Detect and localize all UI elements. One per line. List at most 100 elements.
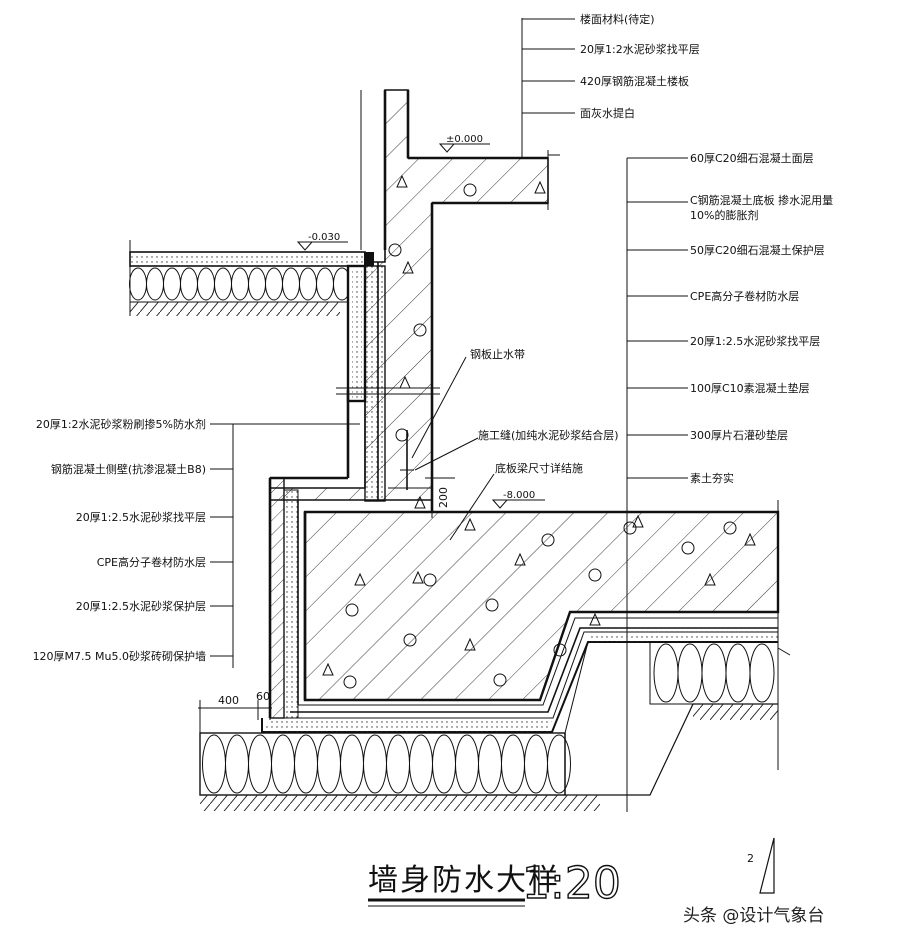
dimension-200: 200: [425, 472, 455, 518]
aggregate-triangle: [514, 552, 526, 566]
gravel-stone: [386, 734, 410, 794]
steel-waterstop: [388, 430, 432, 490]
label-waterproof-plaster: 20厚1:2水泥砂浆粉刷掺5%防水剂: [36, 417, 206, 431]
level-marker-top: ±0.000: [438, 134, 490, 153]
level-mid-text: -0.030: [308, 232, 340, 243]
gravel-stone: [547, 734, 571, 794]
label-plaster-white: 面灰水提白: [580, 106, 635, 120]
gravel-stone: [248, 734, 272, 794]
aggregate-triangle: [412, 570, 424, 584]
aggregate-circle: [388, 243, 402, 257]
gravel-stone: [265, 267, 283, 301]
gravel-stone: [340, 734, 364, 794]
aggregate-circle: [395, 428, 409, 442]
right-labels: 60厚C20细石混凝土面层 C钢筋混凝土底板 掺水泥用量 10%的膨胀剂 50厚…: [690, 151, 833, 485]
gravel-stone: [524, 734, 548, 794]
gravel-stone: [299, 267, 317, 301]
label-c20-topping: 60厚C20细石混凝土面层: [690, 151, 814, 165]
dimension-400-60: 400 60: [198, 690, 272, 735]
aggregate-triangle: [396, 174, 408, 188]
aggregate-triangle: [399, 375, 411, 389]
center-leaders: [411, 356, 495, 541]
gravel-stone: [197, 267, 215, 301]
label-floor-material: 楼面材料(待定): [580, 12, 655, 26]
aggregate-circle: [588, 568, 602, 582]
gravel-stone: [317, 734, 341, 794]
gravel-stone: [478, 734, 502, 794]
gravel-stone: [294, 734, 318, 794]
aggregate-circle: [623, 521, 637, 535]
aggregate-triangle: [632, 514, 644, 528]
top-right-leader: [521, 18, 575, 158]
gravel-stone: [316, 267, 334, 301]
gravel-stone: [725, 643, 751, 703]
left-leader: [210, 423, 360, 668]
aggregate-circle: [553, 643, 567, 657]
aggregate-circle: [423, 573, 437, 587]
gravel-stone: [677, 643, 703, 703]
gravel-stone: [214, 267, 232, 301]
aggregate-triangle: [402, 260, 414, 274]
watermark-text: 头条 @设计气象台: [683, 906, 824, 926]
gravel-stone: [163, 267, 181, 301]
gravel-stone: [363, 734, 387, 794]
aggregate-triangle: [464, 517, 476, 531]
aggregate-circle: [493, 673, 507, 687]
label-leveling-layer-left: 20厚1:2.5水泥砂浆找平层: [76, 510, 206, 524]
drawing-title: 墙身防水大样 1:20: [368, 857, 622, 910]
label-mortar-protection: 20厚1:2.5水泥砂浆保护层: [76, 599, 206, 613]
aggregate-triangle: [744, 532, 756, 546]
label-leveling-layer-right: 20厚1:2.5水泥砂浆找平层: [690, 334, 820, 348]
upper-slab-and-wall: [269, 89, 560, 512]
right-leader: [626, 157, 688, 812]
dim-400-text: 400: [218, 694, 239, 707]
gravel-stone: [146, 267, 164, 301]
label-expansion-agent: 10%的膨胀剂: [690, 208, 758, 222]
aggregate-triangle: [322, 662, 334, 676]
gravel-stone: [653, 643, 679, 703]
gravel-stone: [231, 267, 249, 301]
label-compacted-soil: 素土夯实: [690, 471, 734, 485]
label-c20-protection: 50厚C20细石混凝土保护层: [690, 243, 825, 257]
ground-floor-slab: [129, 240, 366, 316]
level-marker-mid: -0.030: [296, 232, 348, 251]
gravel-stone: [202, 734, 226, 794]
level-marker-bottom: -8.000: [491, 490, 545, 509]
label-base-beam-note: 底板梁尺寸详结施: [495, 461, 583, 475]
left-labels: 20厚1:2水泥砂浆粉刷掺5%防水剂 钢筋混凝土侧壁(抗渗混凝土B8) 20厚1…: [33, 417, 206, 663]
label-cpe-membrane-right: CPE高分子卷材防水层: [690, 289, 799, 303]
aggregate-circle: [681, 541, 695, 555]
gravel-stone: [225, 734, 249, 794]
aggregate-triangle: [589, 612, 601, 626]
gravel-stone: [271, 734, 295, 794]
section-mark-number: 2: [747, 852, 754, 865]
center-labels: 钢板止水带 施工缝(加纯水泥砂浆结合层) 底板梁尺寸详结施: [470, 347, 619, 475]
dim-200-text: 200: [437, 487, 450, 508]
label-rc-floor-slab: 420厚钢筋混凝土楼板: [580, 74, 689, 88]
gravel-stone: [180, 267, 198, 301]
gravel-stone: [282, 267, 300, 301]
watermark: 头条 @设计气象台: [683, 906, 824, 926]
label-rc-base-slab: C钢筋混凝土底板 掺水泥用量: [690, 193, 833, 207]
label-rc-side-wall: 钢筋混凝土侧壁(抗渗混凝土B8): [51, 462, 206, 476]
aggregate-circle: [723, 521, 737, 535]
gravel-stone: [248, 267, 266, 301]
label-c10-cushion: 100厚C10素混凝土垫层: [690, 381, 810, 395]
aggregate-triangle: [704, 572, 716, 586]
label-brick-protection-wall: 120厚M7.5 Mu5.0砂浆砖砌保护墙: [33, 649, 206, 663]
gravel-stone: [129, 267, 147, 301]
aggregate-triangle: [414, 495, 426, 509]
label-rubble-sand-bed: 300厚片石灌砂垫层: [690, 428, 788, 442]
aggregate-circle: [541, 533, 555, 547]
aggregate-circle: [403, 633, 417, 647]
title-scale: 1:20: [522, 858, 621, 909]
aggregate-triangle: [354, 572, 366, 586]
gravel-stone: [432, 734, 456, 794]
aggregate-circle: [413, 323, 427, 337]
top-right-labels: 楼面材料(待定) 20厚1:2水泥砂浆找平层 420厚钢筋混凝土楼板 面灰水提白: [580, 12, 700, 120]
label-construction-joint: 施工缝(加纯水泥砂浆结合层): [478, 428, 619, 442]
level-top-text: ±0.000: [446, 134, 483, 145]
gravel-stone: [701, 643, 727, 703]
aggregate-triangle: [464, 637, 476, 651]
gravel-stone: [501, 734, 525, 794]
